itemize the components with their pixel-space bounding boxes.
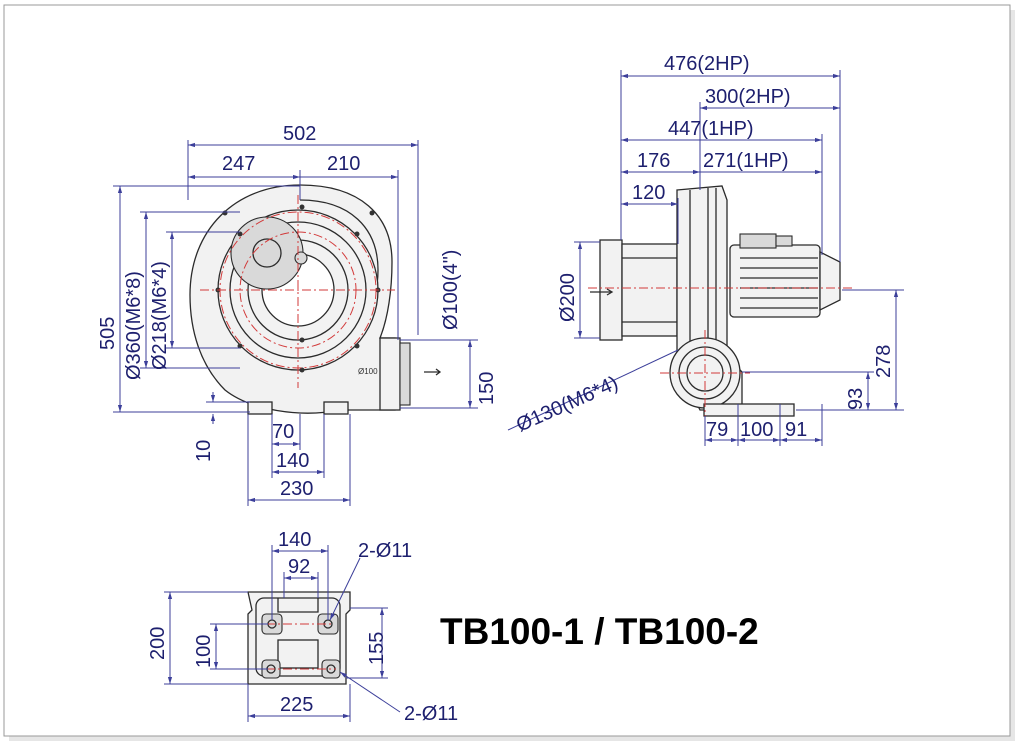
dim-base-155: 155 <box>366 632 388 665</box>
inlet-tube <box>621 243 678 337</box>
dim-502: 502 <box>283 123 316 145</box>
motor-body <box>729 244 821 318</box>
dim-210: 210 <box>327 153 360 175</box>
dim-300-2hp: 300(2HP) <box>705 86 791 108</box>
dim-base-92: 92 <box>288 556 310 578</box>
dim-base-100: 100 <box>193 635 215 668</box>
base-view-dimensions: 140 92 2-Ø11 200 100 155 225 2-Ø11 <box>147 529 458 725</box>
dim-phi360: Ø360(M6*8) <box>123 271 145 380</box>
dim-230: 230 <box>280 478 313 500</box>
dim-505: 505 <box>97 317 119 350</box>
dim-70: 70 <box>272 421 294 443</box>
cap-bolt <box>294 251 308 265</box>
outlet-lip <box>399 342 411 406</box>
motor-cap <box>230 216 304 290</box>
outlet-flange <box>379 337 401 411</box>
terminal-box <box>739 233 777 249</box>
foot-left <box>247 401 273 415</box>
dim-91: 91 <box>785 419 807 441</box>
motor-fan-cover <box>819 250 841 312</box>
dim-phi200: Ø200 <box>557 273 579 322</box>
dim-93: 93 <box>845 388 867 410</box>
sheet-border <box>3 4 1015 741</box>
dim-holes-bottom: 2-Ø11 <box>404 703 458 725</box>
dim-271-1hp: 271(1HP) <box>703 150 789 172</box>
side-view <box>588 185 852 417</box>
inlet-flange-ring <box>599 239 623 341</box>
dim-176: 176 <box>637 150 670 172</box>
side-base-plate <box>703 403 795 417</box>
outlet-small-label: Ø100 <box>358 367 378 376</box>
dim-phi100-outlet: Ø100(4") <box>440 250 462 330</box>
inlet-arrow <box>590 288 614 296</box>
dim-140: 140 <box>276 450 309 472</box>
dim-79: 79 <box>706 419 728 441</box>
dim-447-1hp: 447(1HP) <box>668 118 754 140</box>
dim-phi218: Ø218(M6*4) <box>149 261 171 370</box>
model-title: TB100-1 / TB100-2 <box>440 611 759 652</box>
dim-100: 100 <box>740 419 773 441</box>
dim-150: 150 <box>476 372 498 405</box>
dim-base-200: 200 <box>147 627 169 660</box>
foot-right <box>323 401 349 415</box>
bolt-circle-218 <box>239 231 357 349</box>
bolt-circle-360 <box>219 211 377 369</box>
dim-278: 278 <box>873 345 895 378</box>
front-view-dimensions: 502 247 210 505 Ø360(M6*8) Ø218(M6*4) Ø1… <box>97 123 498 506</box>
dim-base-140: 140 <box>278 529 311 551</box>
base-view <box>247 591 351 685</box>
airflow-arrow <box>424 368 442 376</box>
dim-247: 247 <box>222 153 255 175</box>
base-notch-top <box>277 598 319 613</box>
dim-476-2hp: 476(2HP) <box>664 53 750 75</box>
dim-10: 10 <box>193 440 215 462</box>
dim-120: 120 <box>632 182 665 204</box>
dim-base-225: 225 <box>280 694 313 716</box>
front-view: Ø100 <box>189 184 442 415</box>
dim-holes-top: 2-Ø11 <box>358 540 412 562</box>
